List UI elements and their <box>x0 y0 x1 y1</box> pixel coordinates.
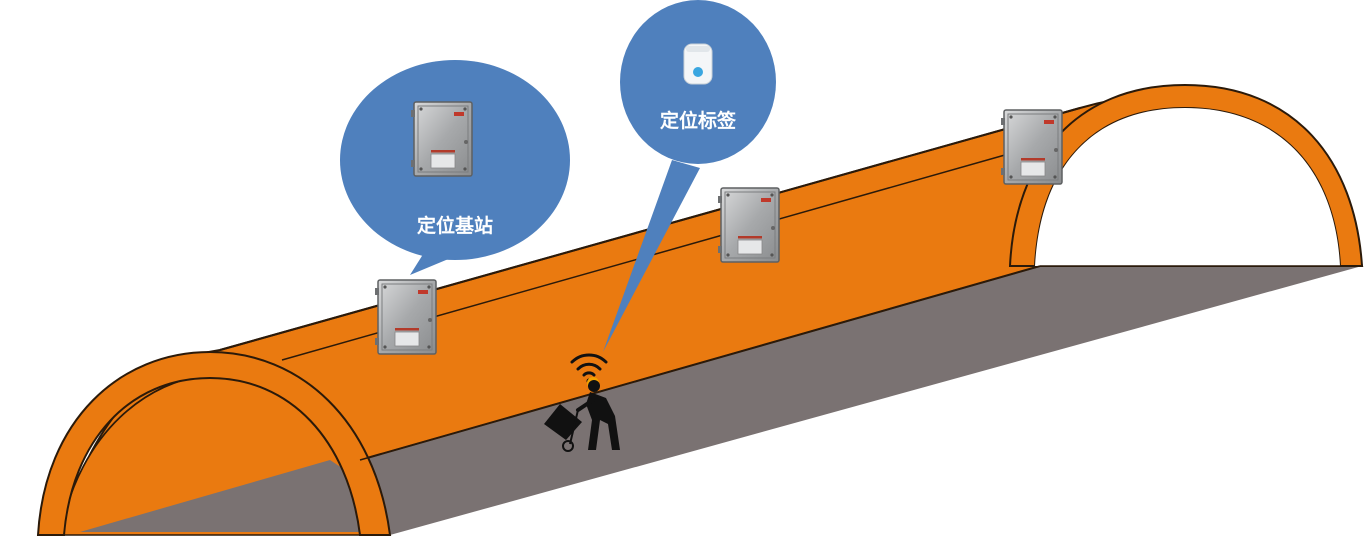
base-station-callout: 定位基站 <box>340 60 570 275</box>
base-station-box-icon <box>374 279 437 355</box>
tag-callout: 定位标签 <box>603 0 776 352</box>
base-station-box-icon <box>717 187 780 263</box>
tag-label: 定位标签 <box>660 109 737 132</box>
base-station-label: 定位基站 <box>417 214 493 237</box>
tunnel-near-floor <box>80 460 380 532</box>
wifi-signal-icon <box>570 353 608 384</box>
far-arch-opening <box>1035 108 1340 266</box>
locator-tag-icon <box>683 43 713 85</box>
base-station-box-icon <box>410 101 473 177</box>
base-station-box-icon <box>1000 109 1063 185</box>
near-arch-ring <box>36 350 392 536</box>
floor-edge-line <box>359 265 1041 461</box>
worker-with-cart-icon <box>544 377 620 452</box>
tunnel-floor <box>60 266 1362 535</box>
